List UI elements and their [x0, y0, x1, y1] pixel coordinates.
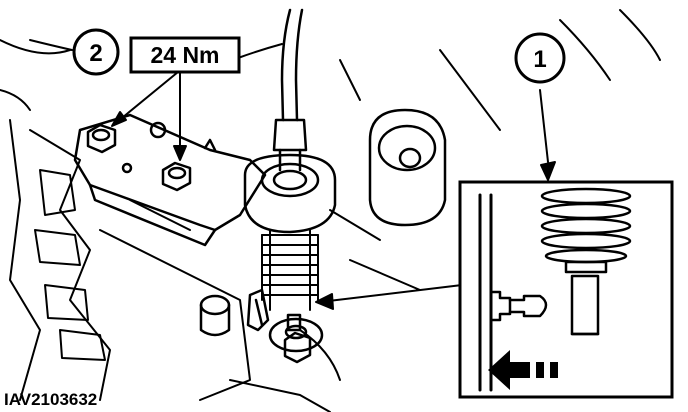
- arrow-left-icon: [488, 350, 558, 390]
- cable-spring: [261, 229, 319, 311]
- inset-pin: [489, 290, 548, 322]
- locating-pin: [199, 294, 231, 337]
- torque-spec-box: 24 Nm: [129, 36, 241, 74]
- selector-lever-end: [268, 313, 324, 364]
- figure-code: IAV2103632: [4, 390, 97, 409]
- inset-spring: [540, 187, 632, 274]
- bracket-bolt-1: [86, 123, 117, 154]
- selector-cable: [272, 8, 308, 172]
- cable-abutment: [243, 153, 337, 234]
- bracket-bolt-2: [161, 161, 192, 192]
- housing-boss: [368, 108, 447, 227]
- callout-2-number: 2: [89, 40, 102, 67]
- inset-plunger: [570, 274, 600, 336]
- transmission-housing: [0, 9, 661, 412]
- callout-1-number: 1: [533, 46, 546, 73]
- detail-inset: [458, 180, 674, 399]
- callout-1: 1: [514, 32, 566, 84]
- callout-2: 2: [72, 28, 120, 76]
- leader-lines: [29, 39, 556, 310]
- torque-value: 24 Nm: [150, 42, 219, 68]
- cable-bracket: [73, 113, 267, 247]
- cable-lock-clip: [246, 288, 270, 332]
